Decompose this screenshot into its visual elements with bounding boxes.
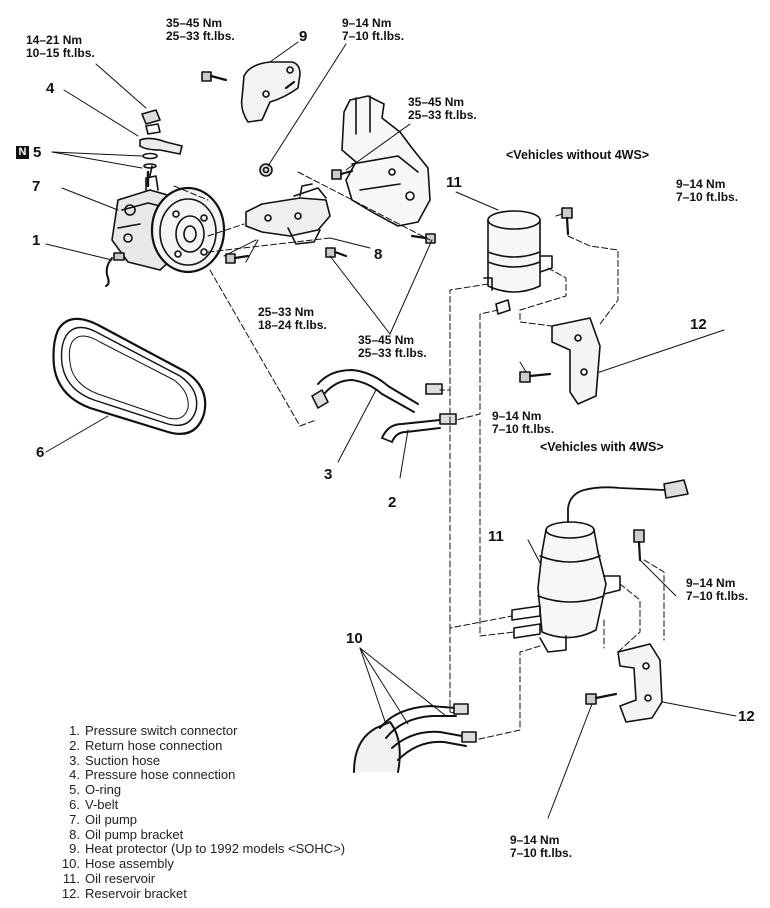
part-number-12-without-4ws: 12 — [690, 316, 707, 333]
bolt-bracket-without-4ws — [519, 371, 552, 383]
torque-nm: 35–45 Nm — [358, 333, 415, 347]
n-badge: N — [16, 146, 29, 159]
reservoir-bracket-with-4ws — [617, 643, 663, 723]
oil-reservoir-with-4ws — [511, 521, 621, 653]
part-number-10: 10 — [346, 630, 363, 647]
legend-item: 6.V-belt — [69, 796, 119, 812]
parts-legend: 1.Pressure switch connector 2.Return hos… — [56, 723, 346, 902]
part-number-7: 7 — [32, 178, 41, 195]
suction-hose — [311, 369, 443, 413]
pump-alignment-lines — [173, 171, 431, 427]
leader-lines — [45, 41, 737, 819]
reservoir-connection-lines-with-4ws — [449, 389, 665, 743]
legend-item: 10.Hose assembly — [61, 856, 174, 872]
legend-item: 8.Oil pump bracket — [69, 826, 184, 842]
legend-item: 12.Reservoir bracket — [61, 885, 187, 901]
legend-item: 1.Pressure switch connector — [69, 723, 238, 738]
bolt-bracket-lower — [325, 247, 348, 258]
torque-nm: 25–33 Nm — [258, 305, 315, 319]
engine-mount-bracket — [341, 95, 431, 227]
torque-ftlbs: 18–24 ft.lbs. — [258, 318, 327, 332]
bolt-reservoir-without-4ws — [561, 207, 573, 236]
legend-item: 11.Oil reservoir — [62, 870, 156, 886]
torque-ftlbs: 7–10 ft.lbs. — [686, 589, 749, 603]
part-number-9: 9 — [299, 28, 308, 45]
part-number-12-with-4ws: 12 — [738, 708, 755, 725]
torque-ftlbs: 25–33 ft.lbs. — [166, 29, 235, 43]
torque-nm: 9–14 Nm — [510, 833, 560, 847]
legend-item: 7.Oil pump — [69, 811, 138, 827]
legend-item: 5.O-ring — [69, 782, 122, 798]
torque-ftlbs: 10–15 ft.lbs. — [26, 46, 95, 60]
torque-ftlbs: 25–33 ft.lbs. — [358, 346, 427, 360]
part-number-4: 4 — [46, 80, 55, 97]
legend-item: 3.Suction hose — [69, 752, 161, 768]
torque-nm: 9–14 Nm — [676, 177, 726, 191]
note-vehicles-without-4ws: <Vehicles without 4WS> — [506, 148, 650, 162]
torque-ftlbs: 7–10 ft.lbs. — [342, 29, 405, 43]
part-number-6: 6 — [36, 444, 45, 461]
bolt-heat-protector — [201, 71, 228, 82]
torque-ftlbs: 25–33 ft.lbs. — [408, 108, 477, 122]
part-number-11-with-4ws: 11 — [488, 528, 504, 545]
nut-heat-protector — [259, 163, 273, 177]
v-belt — [52, 317, 207, 435]
part-number-5: 5 — [33, 144, 42, 161]
torque-ftlbs: 7–10 ft.lbs. — [676, 190, 739, 204]
part-number-2: 2 — [388, 494, 397, 511]
torque-nm: 9–14 Nm — [492, 409, 542, 423]
torque-nm: 9–14 Nm — [342, 16, 392, 30]
part-number-8: 8 — [374, 246, 383, 263]
torque-nm: 35–45 Nm — [166, 16, 223, 30]
bolt-reservoir-with-4ws — [633, 529, 645, 562]
note-vehicles-with-4ws: <Vehicles with 4WS> — [540, 440, 664, 454]
legend-item: 4.Pressure hose connection — [69, 767, 236, 783]
torque-nm: 14–21 Nm — [26, 33, 83, 47]
legend-item: 9.Heat protector (Up to 1992 models <SOH… — [69, 841, 346, 857]
oil-pump-pulley — [150, 186, 226, 274]
torque-nm: 9–14 Nm — [686, 576, 736, 590]
heat-protector — [240, 61, 301, 123]
bolt-heat-protector-2 — [284, 80, 296, 90]
pressure-switch-connector — [105, 252, 125, 287]
torque-ftlbs: 7–10 ft.lbs. — [510, 846, 573, 860]
bolt-bracket-upper — [331, 169, 354, 180]
part-number-11-without-4ws: 11 — [446, 174, 462, 191]
fluid-level-sensor-wire — [567, 479, 689, 523]
return-hose — [381, 413, 457, 443]
torque-ftlbs: 7–10 ft.lbs. — [492, 422, 555, 436]
reservoir-connection-lines-without-4ws — [439, 235, 619, 421]
pressure-hose-connection — [139, 109, 183, 188]
hose-assembly — [353, 703, 477, 773]
oil-reservoir-without-4ws — [483, 210, 553, 315]
bolt-bracket-with-4ws — [585, 692, 618, 705]
bolt-pump-mount — [225, 253, 250, 264]
oil-pump-bracket — [245, 183, 331, 245]
part-number-1: 1 — [32, 232, 41, 249]
legend-item: 2.Return hose connection — [69, 737, 223, 753]
reservoir-bracket-without-4ws — [551, 317, 601, 405]
part-number-3: 3 — [324, 466, 333, 483]
torque-nm: 35–45 Nm — [408, 95, 465, 109]
